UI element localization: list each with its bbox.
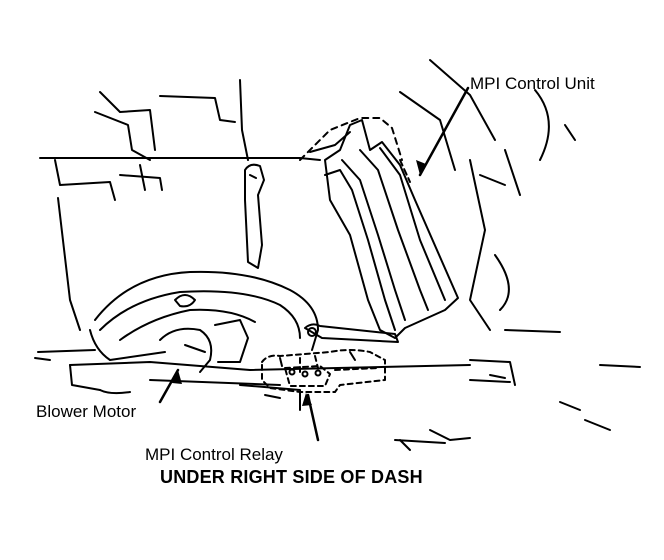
arrow-head-control-relay [302,393,312,406]
mpi-control-unit-hidden-edge [299,117,403,161]
leader-lines [158,86,470,442]
arrow-head-control-unit [416,160,426,175]
label-mpi-control-unit: MPI Control Unit [470,74,595,93]
diagram-caption: UNDER RIGHT SIDE OF DASH [160,467,423,487]
support-arm [244,163,265,269]
relay-terminals [279,351,356,378]
side-panel-right [394,89,641,451]
mpi-control-unit-shape [309,119,459,339]
mounting-strap [304,323,399,343]
label-mpi-control-relay: MPI Control Relay [145,445,283,464]
arrow-head-blower-motor [172,370,182,384]
lower-panel [34,349,511,383]
dash-panel-upper [39,59,496,331]
mpi-control-relay-shape [261,349,386,393]
label-blower-motor: Blower Motor [36,402,137,421]
blower-motor-shape [69,270,471,411]
